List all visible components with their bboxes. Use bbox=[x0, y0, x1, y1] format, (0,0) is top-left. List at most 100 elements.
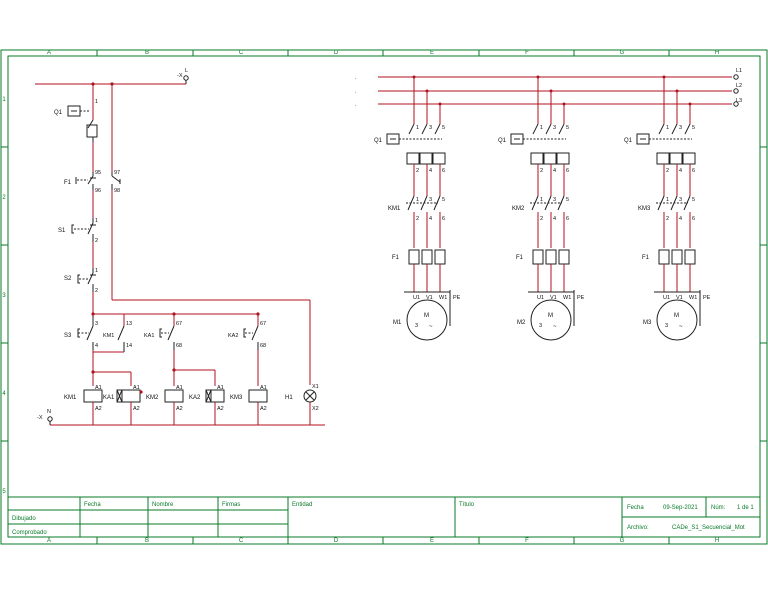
col-label-e-bottom: E bbox=[430, 538, 434, 544]
terminal-n-mark: -X bbox=[37, 415, 43, 421]
col-label-a-bottom: A bbox=[47, 538, 51, 544]
contactor-label: KM1 bbox=[388, 206, 401, 212]
motor-phase: 3 bbox=[539, 323, 542, 329]
ka2-contact: KA2 67 68 bbox=[228, 312, 266, 350]
pole-top-label: 3 bbox=[429, 197, 432, 203]
motor-terminal-label: PE bbox=[577, 295, 585, 301]
pole-top-label: 1 bbox=[666, 125, 669, 131]
pole-bottom-label: 6 bbox=[566, 216, 569, 222]
pole-top-label: 5 bbox=[442, 125, 445, 131]
svg-text:67: 67 bbox=[260, 321, 266, 327]
svg-text:68: 68 bbox=[260, 343, 266, 349]
motor-letter: M bbox=[424, 313, 429, 319]
motor-phase: 3 bbox=[415, 323, 418, 329]
svg-text:1: 1 bbox=[95, 218, 98, 224]
pole-bottom-label: 2 bbox=[540, 168, 543, 174]
overload-label: F1 bbox=[392, 255, 400, 261]
svg-text:S1: S1 bbox=[58, 228, 66, 234]
svg-text:A2: A2 bbox=[217, 406, 224, 412]
coil-km3: KM3 A1 A2 bbox=[230, 385, 268, 412]
svg-text:A1: A1 bbox=[260, 385, 267, 391]
svg-text:KM3: KM3 bbox=[230, 395, 243, 401]
coil-ka2: KA2 A1 A2 bbox=[189, 385, 225, 412]
svg-text:.: . bbox=[355, 75, 357, 81]
svg-text:67: 67 bbox=[176, 321, 182, 327]
tb-fecha-label: Fecha bbox=[627, 505, 644, 511]
pole-bottom-label: 2 bbox=[540, 216, 543, 222]
overload-label: F1 bbox=[516, 255, 524, 261]
pole-top-label: 3 bbox=[429, 125, 432, 131]
pole-bottom-label: 4 bbox=[553, 168, 556, 174]
motor-terminal-label: U1 bbox=[537, 295, 544, 301]
terminal-n bbox=[47, 416, 53, 422]
pole-bottom-label: 4 bbox=[429, 216, 432, 222]
motor-label: M3 bbox=[643, 320, 652, 326]
svg-text:A1: A1 bbox=[176, 385, 183, 391]
coil-km2: KM2 A1 A2 bbox=[146, 385, 184, 412]
pole-top-label: 3 bbox=[679, 125, 682, 131]
power-terminal-3 bbox=[733, 101, 739, 107]
power-terminal-1 bbox=[733, 74, 739, 80]
power-terminal-2 bbox=[733, 88, 739, 94]
tb-firmas-header: Firmas bbox=[222, 502, 240, 508]
svg-text:A1: A1 bbox=[95, 385, 102, 391]
s3-start-button: S3 3 4 bbox=[64, 316, 98, 350]
row-label-5: 5 bbox=[2, 489, 6, 495]
coil-km1: KM1 A1 A2 bbox=[64, 385, 103, 412]
col-label-b-bottom: B bbox=[145, 538, 149, 544]
tb-titulo-header: Título bbox=[459, 502, 475, 508]
row-label-2: 2 bbox=[2, 195, 6, 201]
tb-archivo-label: Archivo: bbox=[627, 525, 649, 531]
svg-text:A1: A1 bbox=[217, 385, 224, 391]
tb-fecha-value: 09-Sep-2021 bbox=[663, 505, 698, 511]
contactor-label: KM2 bbox=[512, 206, 525, 212]
terminal-n-label: N bbox=[47, 409, 51, 415]
col-label-h: H bbox=[715, 50, 719, 56]
col-label-c: C bbox=[239, 50, 244, 56]
pole-top-label: 1 bbox=[666, 197, 669, 203]
breaker-label: Q1 bbox=[624, 138, 633, 144]
col-label-e: E bbox=[430, 50, 434, 56]
breaker-label: Q1 bbox=[498, 138, 507, 144]
svg-text:KM1: KM1 bbox=[103, 333, 114, 339]
col-label-f-bottom: F bbox=[525, 538, 529, 544]
tb-dibujado: Dibujado bbox=[12, 516, 36, 522]
tb-fecha-header: Fecha bbox=[84, 502, 101, 508]
f1-thermal-contacts: F1 95 96 97 98 bbox=[64, 170, 121, 194]
pole-bottom-label: 4 bbox=[553, 216, 556, 222]
pole-top-label: 1 bbox=[540, 125, 543, 131]
svg-text:A1: A1 bbox=[133, 385, 140, 391]
svg-text:.: . bbox=[355, 89, 357, 95]
contactor-label: KM3 bbox=[638, 206, 651, 212]
svg-text:3: 3 bbox=[95, 321, 98, 327]
pole-top-label: 3 bbox=[553, 125, 556, 131]
motor-terminal-label: V1 bbox=[426, 295, 433, 301]
pole-bottom-label: 4 bbox=[679, 168, 682, 174]
svg-text:2: 2 bbox=[95, 238, 98, 244]
overload-label: F1 bbox=[642, 255, 650, 261]
svg-text:KA1: KA1 bbox=[144, 333, 154, 339]
svg-text:A2: A2 bbox=[133, 406, 140, 412]
svg-text:95: 95 bbox=[95, 170, 101, 176]
pole-bottom-label: 6 bbox=[442, 168, 445, 174]
col-label-g-bottom: G bbox=[620, 538, 625, 544]
svg-text:4: 4 bbox=[95, 343, 98, 349]
col-label-d: D bbox=[334, 50, 339, 56]
motor-phase: 3 bbox=[665, 323, 668, 329]
pole-bottom-label: 4 bbox=[679, 216, 682, 222]
svg-text:KM2: KM2 bbox=[146, 395, 159, 401]
pole-bottom-label: 6 bbox=[692, 216, 695, 222]
svg-text:F1: F1 bbox=[64, 180, 72, 186]
tb-entidad-header: Entidad bbox=[292, 502, 312, 508]
col-label-c-bottom: C bbox=[239, 538, 244, 544]
terminal-l-label: L bbox=[185, 68, 188, 74]
pole-top-label: 5 bbox=[442, 197, 445, 203]
pole-top-label: 1 bbox=[416, 197, 419, 203]
s1-stop-button: S1 1 2 bbox=[58, 218, 98, 244]
pole-top-label: 3 bbox=[553, 197, 556, 203]
pole-top-label: 1 bbox=[416, 125, 419, 131]
svg-text:Q1: Q1 bbox=[54, 110, 63, 116]
